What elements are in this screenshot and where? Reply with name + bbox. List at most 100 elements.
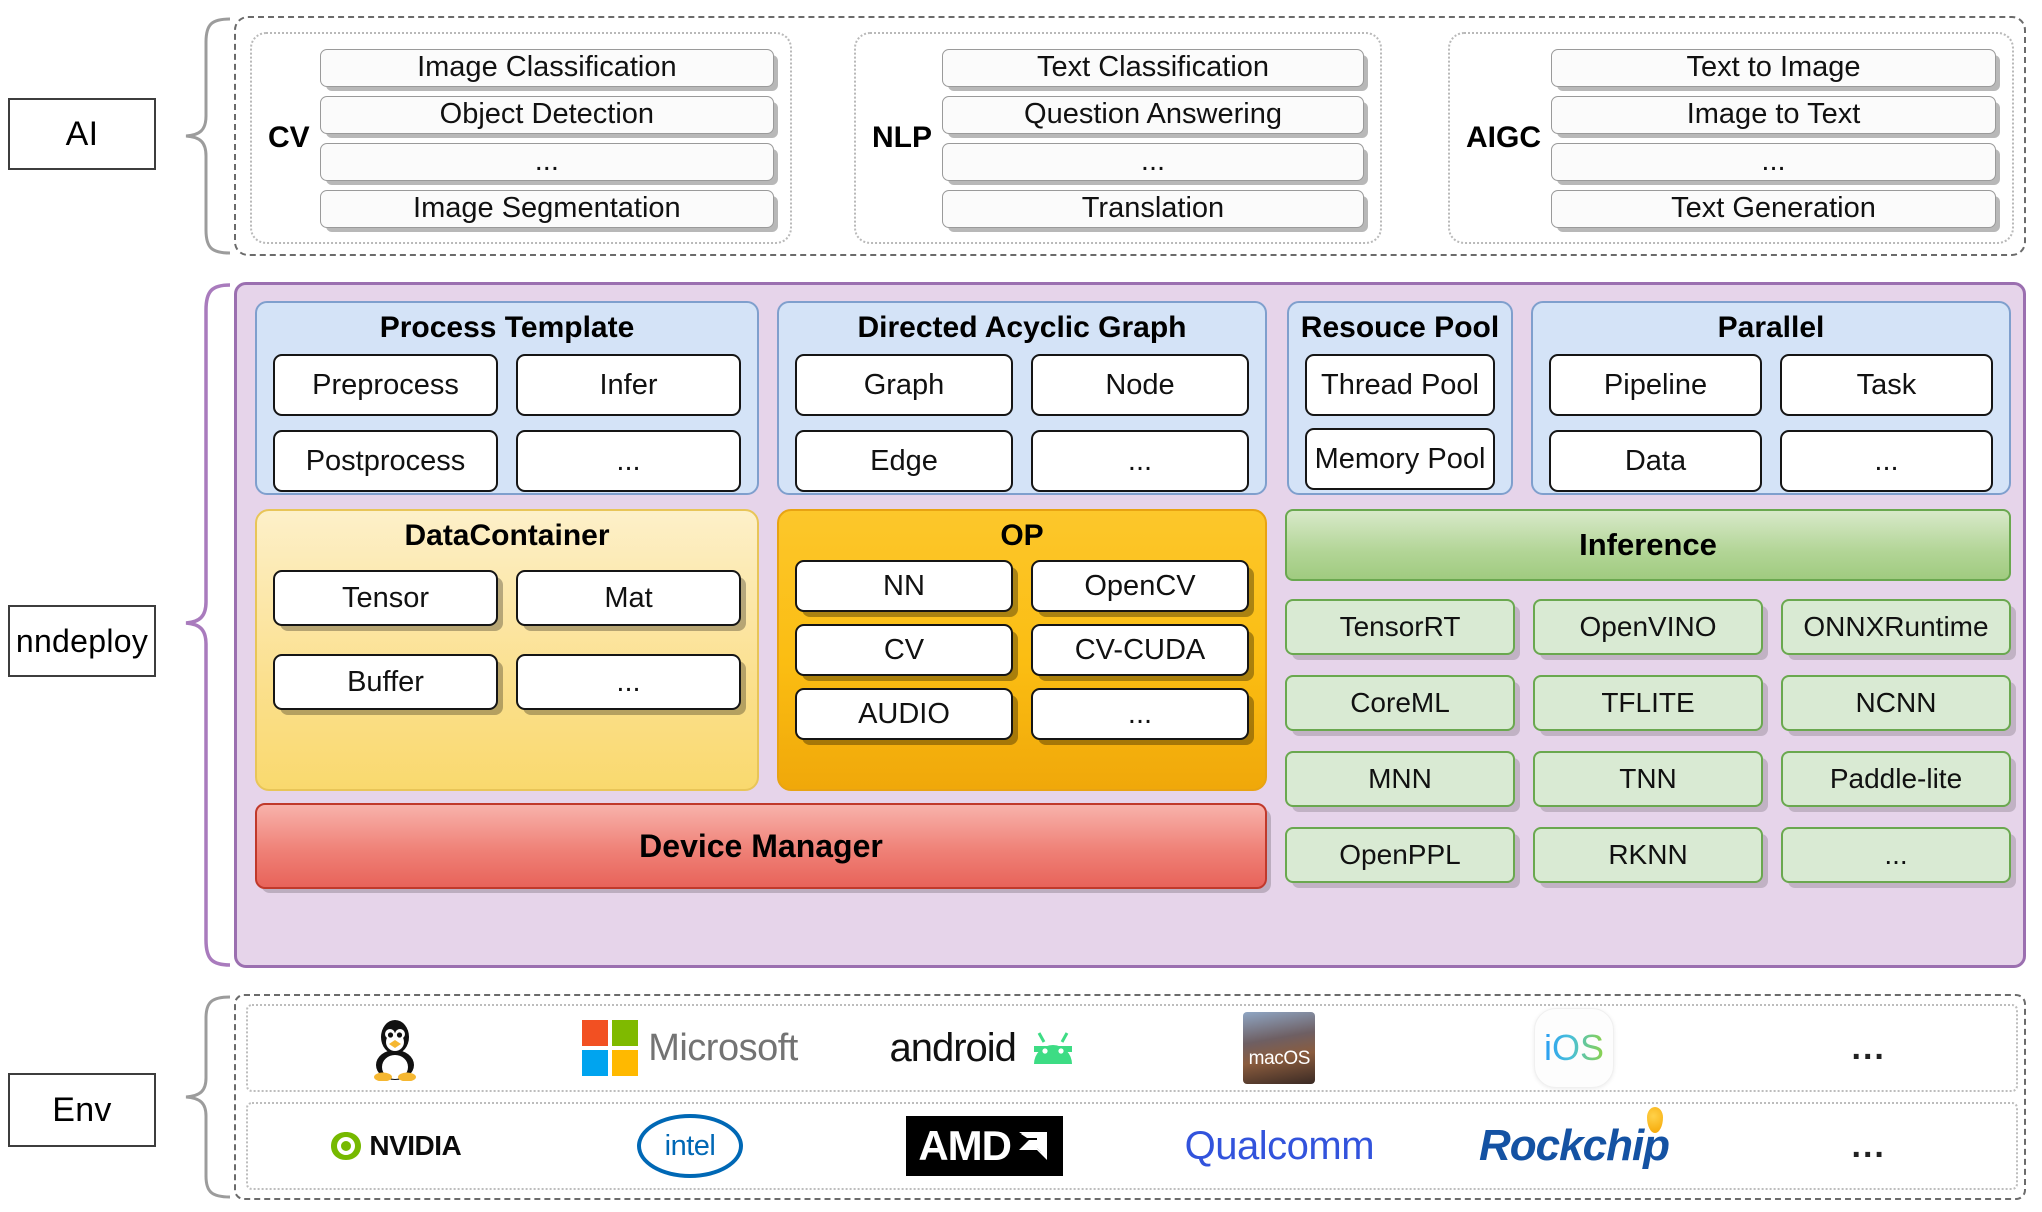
backend-tflite[interactable]: TFLITE bbox=[1533, 675, 1763, 731]
item-postprocess[interactable]: Postprocess bbox=[273, 430, 498, 492]
block-dag-items: Graph Node Edge ... bbox=[779, 344, 1265, 506]
backend-coreml[interactable]: CoreML bbox=[1285, 675, 1515, 731]
ai-chip-question-answering[interactable]: Question Answering bbox=[942, 95, 1364, 134]
block-dag-title: Directed Acyclic Graph bbox=[857, 311, 1187, 344]
item-parallel-more[interactable]: ... bbox=[1780, 430, 1993, 492]
item-process-more[interactable]: ... bbox=[516, 430, 741, 492]
item-data[interactable]: Data bbox=[1549, 430, 1762, 492]
layer-label-ai: AI bbox=[8, 98, 156, 170]
brace-env bbox=[156, 994, 234, 1200]
env-cell-amd[interactable]: AMD bbox=[837, 1104, 1132, 1188]
ai-group-cv: CV Image Classification Object Detection… bbox=[250, 32, 792, 244]
env-hardware-row: NVIDIA intel AMD Qualcomm bbox=[246, 1102, 2018, 1190]
item-tensor[interactable]: Tensor bbox=[273, 570, 498, 626]
block-parallel-items: Pipeline Task Data ... bbox=[1533, 344, 2009, 506]
ai-group-nlp-items: Text Classification Question Answering .… bbox=[942, 48, 1380, 228]
item-dag-more[interactable]: ... bbox=[1031, 430, 1249, 492]
block-device-manager[interactable]: Device Manager bbox=[255, 803, 1267, 889]
item-thread-pool[interactable]: Thread Pool bbox=[1305, 354, 1495, 416]
block-inference-title: Inference bbox=[1285, 509, 2011, 581]
ai-chip-text-generation[interactable]: Text Generation bbox=[1551, 189, 1996, 228]
backend-rknn[interactable]: RKNN bbox=[1533, 827, 1763, 883]
item-pipeline[interactable]: Pipeline bbox=[1549, 354, 1762, 416]
backend-ncnn[interactable]: NCNN bbox=[1781, 675, 2011, 731]
item-op-more[interactable]: ... bbox=[1031, 688, 1249, 740]
backend-more[interactable]: ... bbox=[1781, 827, 2011, 883]
backend-tnn[interactable]: TNN bbox=[1533, 751, 1763, 807]
ai-chip-nlp-more[interactable]: ... bbox=[942, 142, 1364, 181]
block-directed-acyclic-graph: Directed Acyclic Graph Graph Node Edge .… bbox=[777, 301, 1267, 495]
ai-chip-image-segmentation[interactable]: Image Segmentation bbox=[319, 189, 774, 228]
intel-icon: intel bbox=[637, 1114, 743, 1178]
ai-chip-aigc-more[interactable]: ... bbox=[1551, 142, 1996, 181]
macos-wordmark: macOS bbox=[1248, 1048, 1311, 1069]
item-opencv[interactable]: OpenCV bbox=[1031, 560, 1249, 612]
item-mat[interactable]: Mat bbox=[516, 570, 741, 626]
block-op-title: OP bbox=[1000, 519, 1044, 552]
block-resource-pool: Resouce Pool Thread Pool Memory Pool bbox=[1287, 301, 1513, 495]
item-data-more[interactable]: ... bbox=[516, 654, 741, 710]
ai-chip-image-classification[interactable]: Image Classification bbox=[319, 48, 774, 87]
rockchip-wordmark: Rockchip bbox=[1479, 1107, 1670, 1171]
ai-chip-text-to-image[interactable]: Text to Image bbox=[1551, 48, 1996, 87]
env-layer-band: Microsoft android bbox=[234, 994, 2026, 1200]
ai-chip-translation[interactable]: Translation bbox=[942, 189, 1364, 228]
item-graph[interactable]: Graph bbox=[795, 354, 1013, 416]
item-cv-cuda[interactable]: CV-CUDA bbox=[1031, 624, 1249, 676]
block-data-container-items: Tensor Mat Buffer ... bbox=[257, 552, 757, 726]
backend-tensorrt[interactable]: TensorRT bbox=[1285, 599, 1515, 655]
ai-chip-image-to-text[interactable]: Image to Text bbox=[1551, 95, 1996, 134]
env-cell-rockchip[interactable]: Rockchip bbox=[1427, 1104, 1722, 1188]
android-wordmark: android bbox=[889, 1025, 1016, 1070]
item-cv[interactable]: CV bbox=[795, 624, 1013, 676]
intel-wordmark: intel bbox=[664, 1129, 716, 1162]
item-infer[interactable]: Infer bbox=[516, 354, 741, 416]
item-edge[interactable]: Edge bbox=[795, 430, 1013, 492]
ios-icon: iOS bbox=[1534, 1008, 1615, 1088]
ai-group-aigc-title: AIGC bbox=[1466, 121, 1541, 154]
env-cell-linux[interactable] bbox=[248, 1006, 543, 1090]
amd-wordmark: AMD bbox=[918, 1122, 1012, 1169]
block-resource-pool-title: Resouce Pool bbox=[1300, 311, 1500, 344]
backend-openppl[interactable]: OpenPPL bbox=[1285, 827, 1515, 883]
qualcomm-wordmark: Qualcomm bbox=[1184, 1123, 1375, 1168]
item-node[interactable]: Node bbox=[1031, 354, 1249, 416]
env-cell-nvidia[interactable]: NVIDIA bbox=[248, 1104, 543, 1188]
nndeploy-layer-panel: Process Template Preprocess Infer Postpr… bbox=[234, 282, 2026, 968]
ai-group-aigc-items: Text to Image Image to Text ... Text Gen… bbox=[1551, 48, 2012, 228]
android-robot-icon bbox=[1033, 1032, 1072, 1064]
env-cell-intel[interactable]: intel bbox=[543, 1104, 838, 1188]
backend-openvino[interactable]: OpenVINO bbox=[1533, 599, 1763, 655]
item-buffer[interactable]: Buffer bbox=[273, 654, 498, 710]
item-memory-pool[interactable]: Memory Pool bbox=[1305, 428, 1495, 490]
ai-chip-cv-more[interactable]: ... bbox=[319, 142, 774, 181]
backend-paddle-lite[interactable]: Paddle-lite bbox=[1781, 751, 2011, 807]
block-data-container: DataContainer Tensor Mat Buffer ... bbox=[255, 509, 759, 791]
amd-icon: AMD bbox=[906, 1116, 1063, 1176]
item-audio[interactable]: AUDIO bbox=[795, 688, 1013, 740]
env-cell-ios[interactable]: iOS bbox=[1427, 1006, 1722, 1090]
env-cell-macos[interactable]: macOS bbox=[1132, 1006, 1427, 1090]
amd-arrow-icon bbox=[1019, 1132, 1047, 1160]
env-cell-android[interactable]: android bbox=[837, 1006, 1132, 1090]
backend-onnxruntime[interactable]: ONNXRuntime bbox=[1781, 599, 2011, 655]
rockchip-flame-icon bbox=[1647, 1107, 1664, 1133]
env-cell-qualcomm[interactable]: Qualcomm bbox=[1132, 1104, 1427, 1188]
block-parallel: Parallel Pipeline Task Data ... bbox=[1531, 301, 2011, 495]
ai-chip-object-detection[interactable]: Object Detection bbox=[319, 95, 774, 134]
ai-chip-text-classification[interactable]: Text Classification bbox=[942, 48, 1364, 87]
item-preprocess[interactable]: Preprocess bbox=[273, 354, 498, 416]
block-parallel-title: Parallel bbox=[1717, 311, 1825, 344]
brace-ai bbox=[156, 16, 234, 256]
env-os-more[interactable]: ... bbox=[1851, 1028, 1886, 1067]
ios-wordmark: iOS bbox=[1544, 1027, 1605, 1068]
env-cell-microsoft[interactable]: Microsoft bbox=[543, 1006, 838, 1090]
microsoft-wordmark: Microsoft bbox=[648, 1026, 798, 1069]
backend-mnn[interactable]: MNN bbox=[1285, 751, 1515, 807]
microsoft-icon bbox=[582, 1020, 639, 1076]
env-hardware-more[interactable]: ... bbox=[1851, 1126, 1886, 1165]
item-nn[interactable]: NN bbox=[795, 560, 1013, 612]
item-task[interactable]: Task bbox=[1780, 354, 1993, 416]
ai-group-aigc: AIGC Text to Image Image to Text ... Tex… bbox=[1448, 32, 2014, 244]
rockchip-text: Rockchip bbox=[1479, 1121, 1670, 1170]
